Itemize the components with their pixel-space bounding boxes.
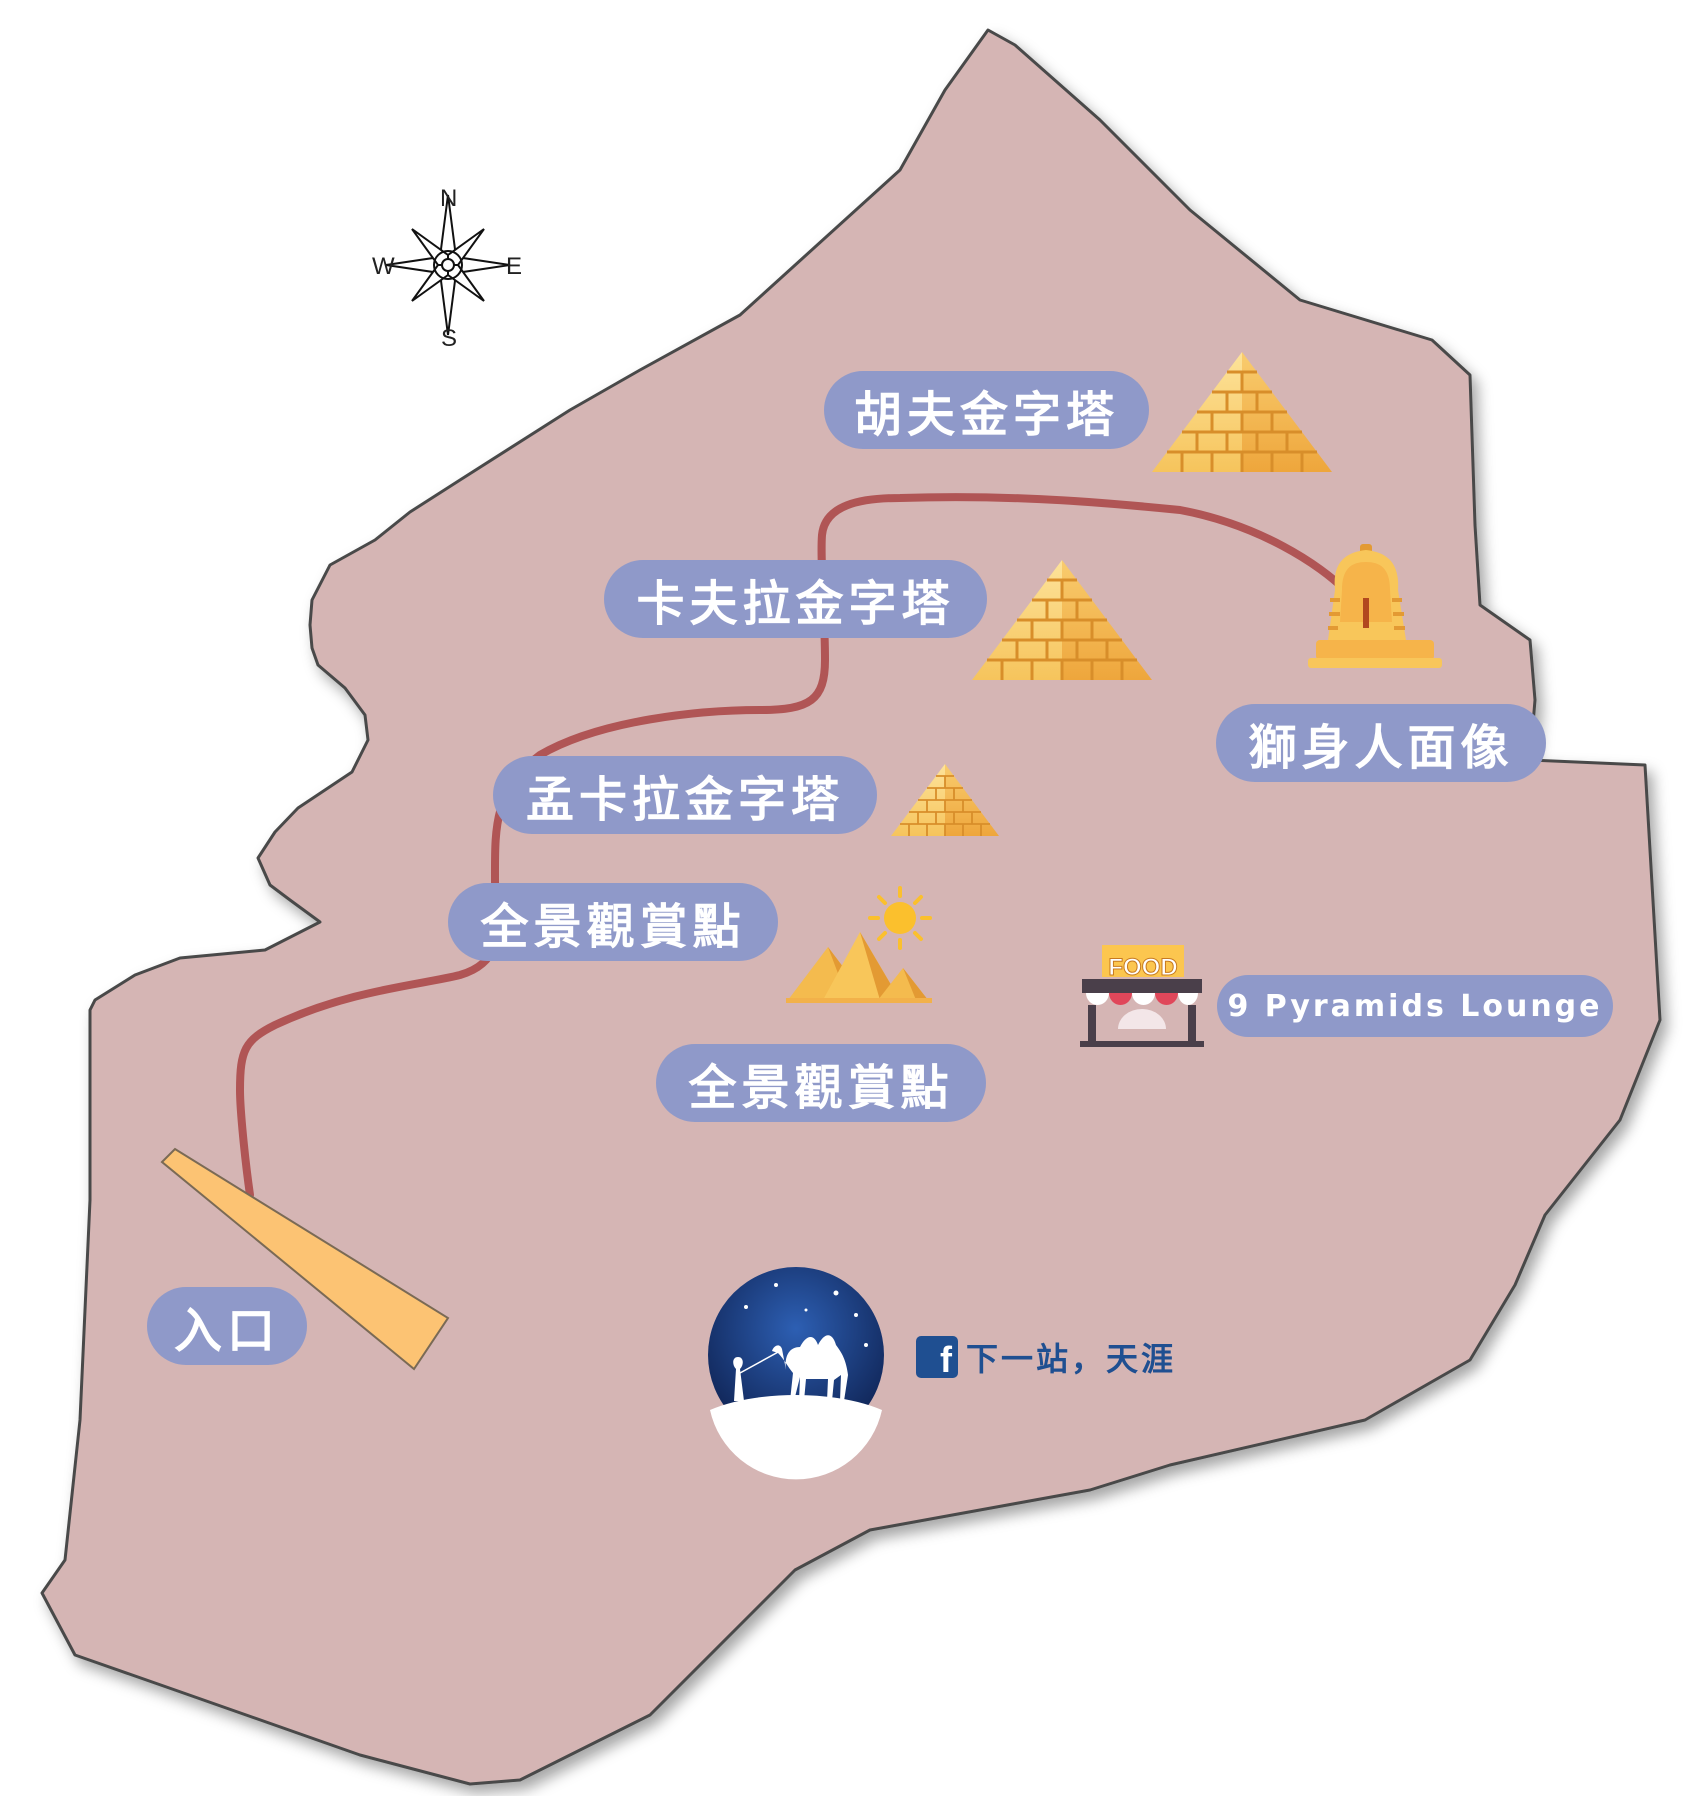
label-viewpoint-2: 全景觀賞點	[656, 1044, 986, 1122]
brand-credit[interactable]: f 下一站，天涯	[916, 1334, 1176, 1380]
label-viewpoint-1: 全景觀賞點	[448, 883, 778, 961]
sphinx-icon	[1308, 544, 1442, 668]
label-entrance: 入口	[147, 1287, 307, 1365]
entrance-gate	[160, 1147, 450, 1371]
label-khafre-pyramid: 卡夫拉金字塔	[604, 560, 987, 638]
camel-night-logo	[708, 1267, 884, 1480]
compass-east: E	[506, 253, 523, 280]
compass-south: S	[441, 325, 458, 352]
food-sign-text: FOOD	[1108, 954, 1177, 981]
brand-name: 下一站，天涯	[966, 1340, 1177, 1378]
pyramids-sun-icon	[786, 886, 932, 1003]
compass-rose-icon	[385, 194, 511, 336]
plateau-region	[40, 28, 1662, 1786]
facebook-icon: f	[916, 1336, 958, 1378]
compass-west: W	[372, 253, 395, 280]
label-9-pyramids-lounge: 9 Pyramids Lounge	[1217, 975, 1613, 1037]
compass-north: N	[440, 185, 458, 212]
label-menkaure-pyramid: 孟卡拉金字塔	[493, 756, 877, 834]
walking-route	[236, 493, 1349, 1199]
label-sphinx: 獅身人面像	[1216, 704, 1546, 782]
restaurant-icon	[1080, 945, 1204, 1047]
label-khufu-pyramid: 胡夫金字塔	[824, 371, 1149, 449]
